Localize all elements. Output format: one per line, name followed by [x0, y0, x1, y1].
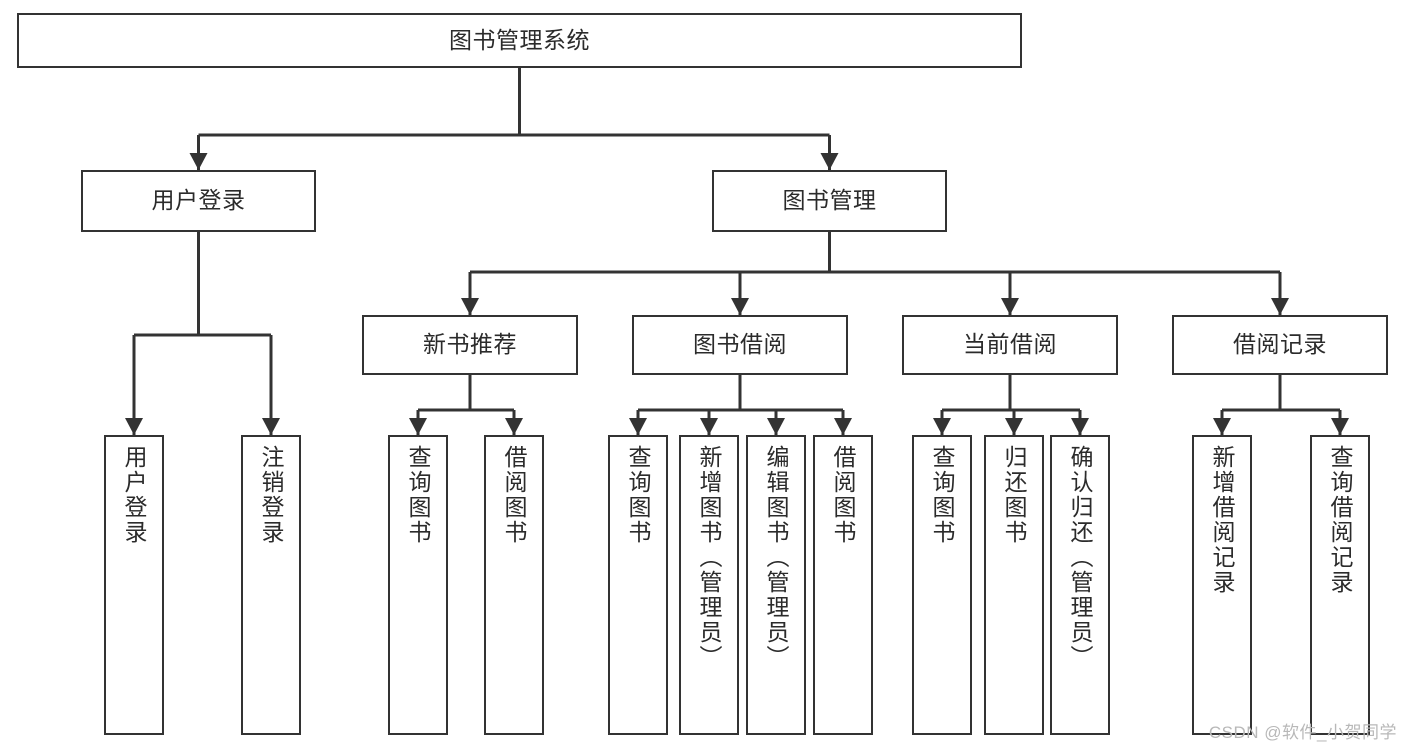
node-leaf-borrow-book-2[interactable]: 借阅图书: [813, 435, 873, 735]
arrowhead-leaf-add-record: [1213, 418, 1231, 435]
node-leaf-user-logout[interactable]: 注销登录: [241, 435, 301, 735]
node-borrow[interactable]: 图书借阅: [632, 315, 848, 375]
arrowhead-leaf-edit-book: [767, 418, 785, 435]
node-login[interactable]: 用户登录: [81, 170, 316, 232]
node-label-leaf-user-login: 用户登录: [121, 445, 148, 545]
arrowhead-leaf-query-book-3: [933, 418, 951, 435]
node-label-bookmgmt: 图书管理: [782, 187, 877, 214]
node-leaf-confirm-return[interactable]: 确认归还（管理员）: [1050, 435, 1110, 735]
arrowhead-leaf-borrow-book-2: [834, 418, 852, 435]
arrowhead-leaf-add-book: [700, 418, 718, 435]
node-newbook[interactable]: 新书推荐: [362, 315, 578, 375]
arrowhead-leaf-query-book-2: [629, 418, 647, 435]
node-records[interactable]: 借阅记录: [1172, 315, 1388, 375]
node-leaf-user-login[interactable]: 用户登录: [104, 435, 164, 735]
node-label-leaf-add-book: 新增图书（管理员）: [696, 445, 723, 670]
node-leaf-borrow-book-1[interactable]: 借阅图书: [484, 435, 544, 735]
node-label-leaf-query-book-3: 查询图书: [929, 445, 956, 545]
node-leaf-query-record[interactable]: 查询借阅记录: [1310, 435, 1370, 735]
arrowhead-leaf-query-record: [1331, 418, 1349, 435]
node-label-root: 图书管理系统: [449, 26, 590, 53]
node-leaf-query-book-3[interactable]: 查询图书: [912, 435, 972, 735]
arrowhead-bookmgmt: [820, 153, 839, 170]
arrowhead-newbook: [461, 298, 479, 315]
arrowhead-leaf-confirm-return: [1071, 418, 1089, 435]
node-leaf-return-book[interactable]: 归还图书: [984, 435, 1044, 735]
arrowhead-login: [189, 153, 208, 170]
node-label-leaf-confirm-return: 确认归还（管理员）: [1067, 445, 1094, 670]
arrowhead-leaf-return-book: [1005, 418, 1023, 435]
arrowhead-borrow: [731, 298, 749, 315]
node-current[interactable]: 当前借阅: [902, 315, 1118, 375]
arrowhead-leaf-user-logout: [262, 418, 280, 435]
node-label-leaf-query-record: 查询借阅记录: [1327, 445, 1354, 595]
node-label-leaf-borrow-book-1: 借阅图书: [501, 445, 528, 545]
arrowhead-records: [1271, 298, 1289, 315]
node-leaf-query-book-2[interactable]: 查询图书: [608, 435, 668, 735]
arrowhead-current: [1001, 298, 1019, 315]
node-label-newbook: 新书推荐: [423, 331, 517, 358]
node-label-leaf-return-book: 归还图书: [1001, 445, 1028, 545]
node-label-login: 用户登录: [151, 187, 246, 214]
node-label-leaf-edit-book: 编辑图书（管理员）: [763, 445, 790, 670]
node-leaf-edit-book[interactable]: 编辑图书（管理员）: [746, 435, 806, 735]
node-label-current: 当前借阅: [963, 331, 1057, 358]
node-root[interactable]: 图书管理系统: [17, 13, 1022, 68]
arrowhead-leaf-query-book-1: [409, 418, 427, 435]
node-label-leaf-query-book-1: 查询图书: [405, 445, 432, 545]
node-label-leaf-user-logout: 注销登录: [258, 445, 285, 545]
node-bookmgmt[interactable]: 图书管理: [712, 170, 947, 232]
node-leaf-add-record[interactable]: 新增借阅记录: [1192, 435, 1252, 735]
node-label-records: 借阅记录: [1233, 331, 1327, 358]
arrowhead-leaf-borrow-book-1: [505, 418, 523, 435]
node-label-leaf-borrow-book-2: 借阅图书: [830, 445, 857, 545]
node-label-borrow: 图书借阅: [693, 331, 787, 358]
node-label-leaf-add-record: 新增借阅记录: [1209, 445, 1236, 595]
node-leaf-add-book[interactable]: 新增图书（管理员）: [679, 435, 739, 735]
node-leaf-query-book-1[interactable]: 查询图书: [388, 435, 448, 735]
node-label-leaf-query-book-2: 查询图书: [625, 445, 652, 545]
arrowhead-leaf-user-login: [125, 418, 143, 435]
